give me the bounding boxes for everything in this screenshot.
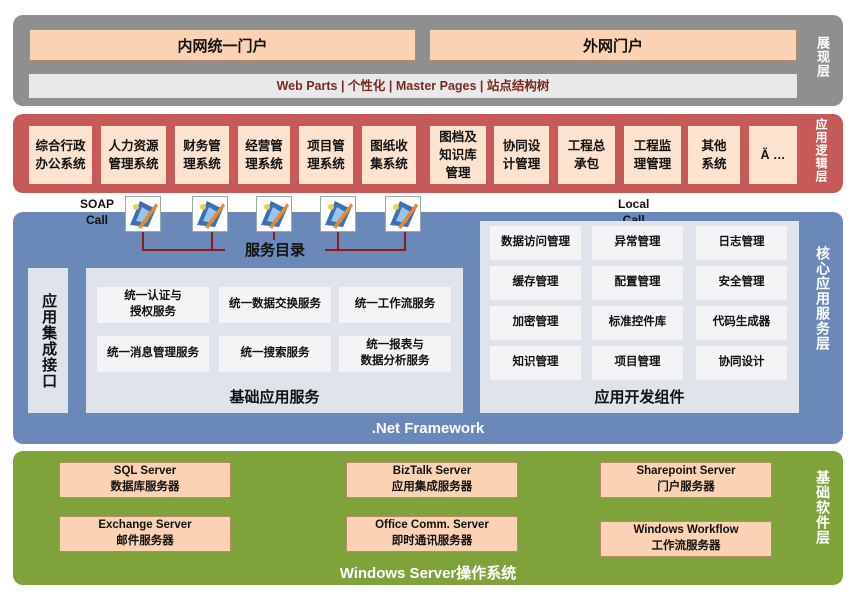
server-1[interactable]: BizTalk Server 应用集成服务器 <box>346 462 518 498</box>
server-desc: 门户服务器 <box>657 481 715 493</box>
web-parts-bar: Web Parts | 个性化 | Master Pages | 站点结构树 <box>29 74 797 98</box>
dev-component-9[interactable]: 知识管理 <box>490 346 581 380</box>
server-desc: 应用集成服务器 <box>391 481 473 493</box>
app-system-10[interactable]: 其他 系统 <box>688 126 740 184</box>
extranet-portal[interactable]: 外网门户 <box>429 29 797 61</box>
server-3[interactable]: Exchange Server 邮件服务器 <box>59 516 231 552</box>
dev-component-1[interactable]: 异常管理 <box>592 226 683 260</box>
presentation-layer-label: 展现层 <box>815 36 830 78</box>
server-name: Sharepoint Server <box>636 465 736 478</box>
server-desc: 邮件服务器 <box>116 535 174 547</box>
dev-component-8[interactable]: 代码生成器 <box>696 306 787 340</box>
basic-service-2[interactable]: 统一工作流服务 <box>339 287 451 323</box>
dev-component-4[interactable]: 配置管理 <box>592 266 683 300</box>
server-desc: 工作流服务器 <box>651 540 721 552</box>
basic-service-4[interactable]: 统一搜索服务 <box>219 336 331 372</box>
basic-services-title: 基础应用服务 <box>229 389 320 406</box>
soap-call-label: SOAP Call <box>80 197 115 227</box>
service-catalog-label: 服务目录 <box>225 240 325 262</box>
intranet-portal[interactable]: 内网统一门户 <box>29 29 416 61</box>
app-system-4[interactable]: 项目管 理系统 <box>299 126 353 184</box>
server-4[interactable]: Office Comm. Server 即时通讯服务器 <box>346 516 518 552</box>
dev-component-11[interactable]: 协同设计 <box>696 346 787 380</box>
dev-component-7[interactable]: 标准控件库 <box>592 306 683 340</box>
app-system-8[interactable]: 工程总 承包 <box>558 126 615 184</box>
server-2[interactable]: Sharepoint Server 门户服务器 <box>600 462 772 498</box>
app-system-7[interactable]: 协同设 计管理 <box>494 126 549 184</box>
dev-components-title: 应用开发组件 <box>594 389 685 406</box>
app-system-11[interactable]: Ă … <box>749 126 797 184</box>
infrastructure-layer-label: 基础软件层 <box>815 470 831 545</box>
basic-service-1[interactable]: 统一数据交换服务 <box>219 287 331 323</box>
dev-component-3[interactable]: 缓存管理 <box>490 266 581 300</box>
app-system-9[interactable]: 工程监 理管理 <box>624 126 681 184</box>
core-services-layer-label: 核心应用服务层 <box>815 246 831 351</box>
app-system-5[interactable]: 图纸收 集系统 <box>362 126 416 184</box>
basic-service-3[interactable]: 统一消息管理服务 <box>97 336 209 372</box>
service-icon <box>320 196 356 232</box>
service-icon <box>256 196 292 232</box>
os-label: Windows Server操作系统 <box>339 565 517 582</box>
server-name: Office Comm. Server <box>375 519 489 532</box>
server-name: SQL Server <box>113 465 177 478</box>
server-name: BizTalk Server <box>392 465 472 478</box>
framework-label: .Net Framework <box>371 420 485 437</box>
server-5[interactable]: Windows Workflow 工作流服务器 <box>600 521 772 557</box>
service-icon <box>125 196 161 232</box>
server-0[interactable]: SQL Server 数据库服务器 <box>59 462 231 498</box>
app-system-6[interactable]: 图档及 知识库 管理 <box>430 126 486 184</box>
app-system-0[interactable]: 综合行政 办公系统 <box>29 126 92 184</box>
app-system-3[interactable]: 经营管 理系统 <box>238 126 290 184</box>
basic-service-5[interactable]: 统一报表与 数据分析服务 <box>339 336 451 372</box>
server-name: Exchange Server <box>98 519 192 532</box>
dev-component-10[interactable]: 项目管理 <box>592 346 683 380</box>
app-system-1[interactable]: 人力资源 管理系统 <box>101 126 166 184</box>
basic-service-0[interactable]: 统一认证与 授权服务 <box>97 287 209 323</box>
dev-component-6[interactable]: 加密管理 <box>490 306 581 340</box>
server-name: Windows Workflow <box>633 524 739 537</box>
service-icon <box>192 196 228 232</box>
dev-component-5[interactable]: 安全管理 <box>696 266 787 300</box>
integration-interface-label: 应用集成接口 <box>40 292 58 389</box>
server-desc: 即时通讯服务器 <box>391 535 473 547</box>
app-logic-layer-label: 应用逻辑层 <box>814 118 828 183</box>
integration-interface[interactable]: 应用集成接口 <box>28 268 68 413</box>
app-system-2[interactable]: 财务管 理系统 <box>175 126 229 184</box>
dev-component-0[interactable]: 数据访问管理 <box>490 226 581 260</box>
dev-component-2[interactable]: 日志管理 <box>696 226 787 260</box>
server-desc: 数据库服务器 <box>110 481 180 493</box>
service-icon <box>385 196 421 232</box>
